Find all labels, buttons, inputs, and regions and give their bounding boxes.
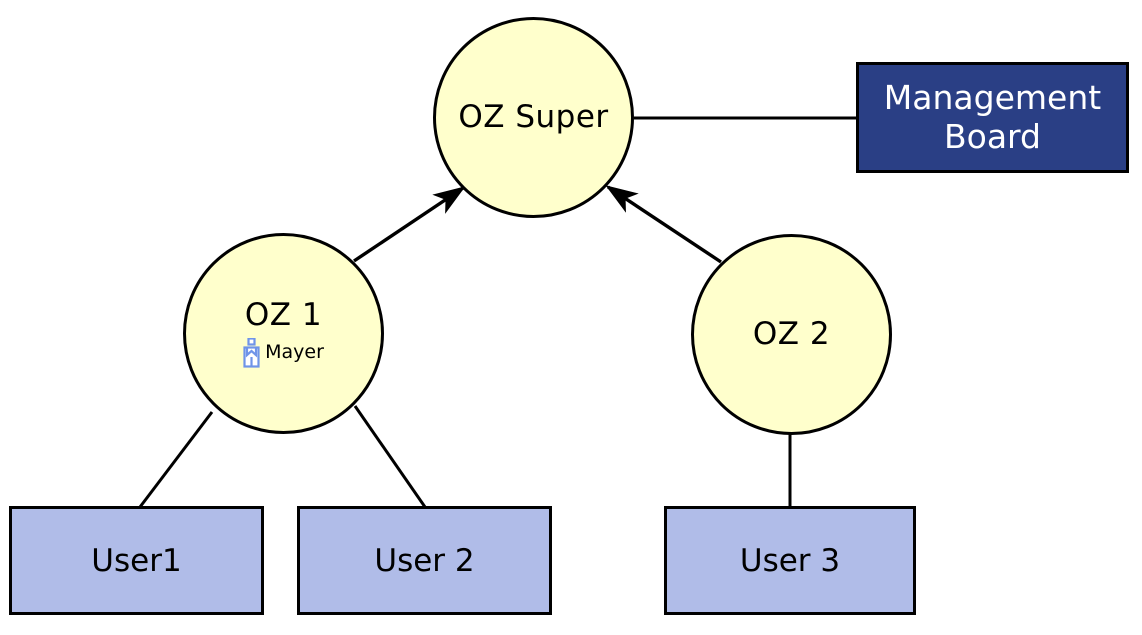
node-oz-super-label: OZ Super — [458, 99, 609, 136]
edge-oz1-to-user2 — [353, 405, 427, 508]
node-oz-1-owner-name: Mayer — [265, 340, 324, 363]
node-oz-1-content: OZ 1 Mayer — [243, 299, 324, 368]
node-oz-1-owner: Mayer — [243, 337, 324, 368]
node-user-1-label: User1 — [91, 542, 182, 579]
node-management-board-label-line-2: Board — [943, 116, 1041, 156]
person-icon — [243, 337, 260, 368]
node-oz-super[interactable]: OZ Super — [433, 17, 634, 218]
node-oz-2[interactable]: OZ 2 — [691, 234, 892, 435]
node-oz-super-content: OZ Super — [458, 101, 608, 134]
node-management-board-label-line-1: Management — [883, 78, 1102, 118]
node-user-3[interactable]: User 3 — [664, 506, 916, 615]
node-user-1[interactable]: User1 — [9, 506, 264, 615]
node-management-board-label: Management Board — [883, 78, 1102, 156]
edge-oz1-to-super — [353, 186, 466, 263]
edge-oz2-to-super — [605, 185, 722, 264]
edge-oz1-to-user1 — [138, 411, 214, 508]
node-user-2[interactable]: User 2 — [297, 506, 552, 615]
node-user-2-label: User 2 — [374, 542, 475, 579]
node-oz-1-label: OZ 1 — [244, 297, 323, 334]
node-oz-1[interactable]: OZ 1 Mayer — [183, 233, 384, 434]
node-management-board[interactable]: Management Board — [856, 62, 1129, 173]
node-user-3-label: User 3 — [739, 542, 841, 579]
node-oz-2-content: OZ 2 — [753, 318, 830, 351]
node-oz-2-label: OZ 2 — [752, 316, 831, 353]
